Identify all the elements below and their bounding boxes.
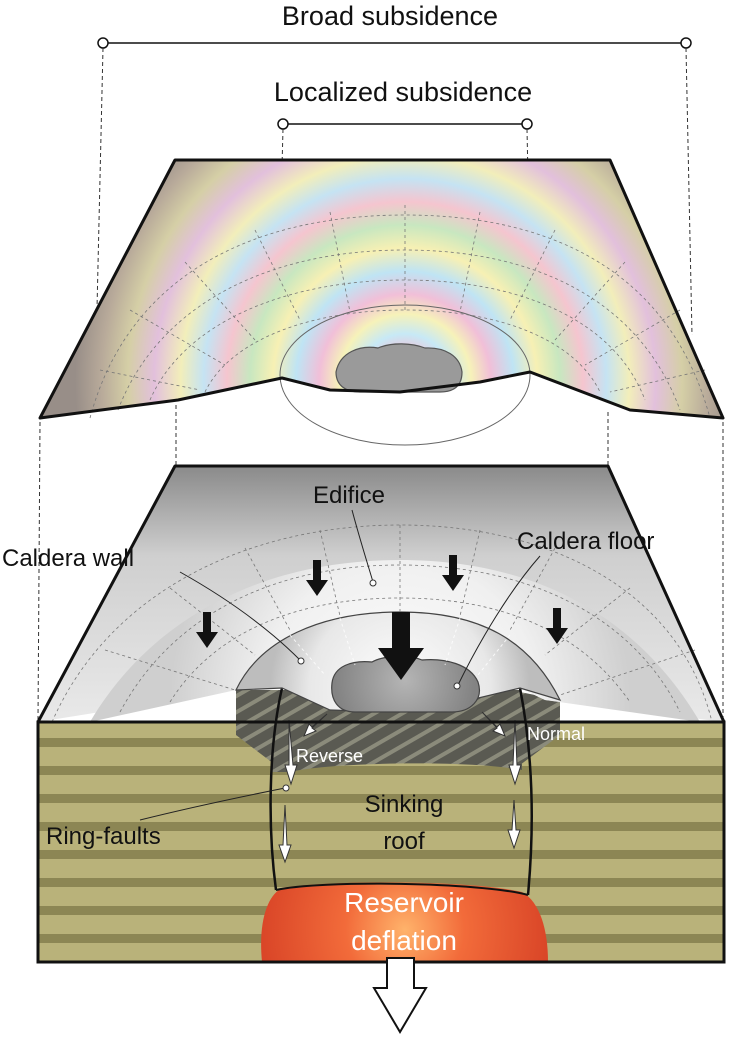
broad-subsidence-bracket [95,37,693,353]
ring-faults-lines [269,687,534,896]
fault-slip-arrows [278,711,522,864]
sinking-roof-label-1: Sinking [365,791,444,818]
edifice-dot [369,579,377,587]
reservoir-label-2: deflation [351,925,457,956]
caldera-wall-label: Caldera wall [2,545,134,572]
caldera-wall-dot [297,657,305,665]
deflation-outflow-arrow [372,957,428,1034]
broad-subsidence-label: Broad subsidence [282,1,498,31]
magma-reservoir [261,882,548,962]
caldera-floor-label: Caldera floor [517,528,654,555]
block-connector-lines [37,405,724,721]
sinking-roof-label-2: roof [383,828,425,855]
subsidence-arrows [196,555,568,680]
block-outline [36,722,726,964]
caldera-floor-leader [457,555,541,686]
reverse-label: Reverse [296,746,363,766]
localized-subsidence-label: Localized subsidence [274,77,532,107]
edifice-label: Edifice [313,482,385,509]
ring-faults-label: Ring-faults [46,823,161,850]
inner-caldera-floor [335,343,463,393]
edifice-leader [351,509,374,583]
caldera-floor-dot [453,682,461,690]
caldera-wall-leader [179,571,301,661]
reservoir-label-1: Reservoir [344,887,464,918]
ring-faults-leader [139,787,286,821]
ring-faults-dot [282,784,290,792]
normal-label: Normal [527,724,585,744]
deformation-surface [38,158,725,446]
